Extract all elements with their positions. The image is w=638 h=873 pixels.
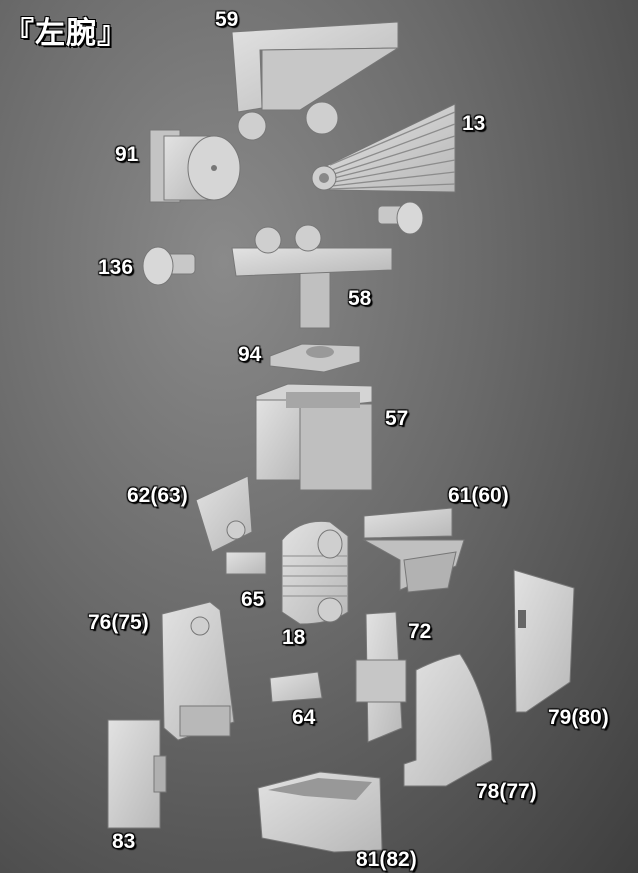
part-18 [281,520,349,625]
diagram-title: 『左腕』 [4,16,128,51]
label-58: 58 [348,287,372,310]
part-83 [107,719,167,829]
label-18: 18 [282,626,306,649]
label-81-82: 81(82) [356,848,417,871]
label-65: 65 [241,588,265,611]
label-136: 136 [98,256,134,279]
label-94: 94 [238,343,262,366]
label-57: 57 [385,407,409,430]
label-78-77: 78(77) [476,780,537,803]
part-62-63 [195,475,253,553]
part-94 [269,343,361,373]
part-65 [225,551,267,575]
part-91 [149,129,241,203]
label-62-63: 62(63) [127,484,188,507]
part-78-77 [403,653,493,787]
label-79-80: 79(80) [548,706,609,729]
part-57 [255,383,373,491]
label-76-75: 76(75) [88,611,149,634]
label-83: 83 [112,830,136,853]
part-79-80 [513,569,575,713]
pin-upper-right [377,201,424,235]
part-64 [269,671,323,703]
part-72 [355,611,407,743]
part-61-60 [362,507,465,593]
label-13: 13 [462,112,486,135]
label-59: 59 [215,8,239,31]
label-64: 64 [292,706,316,729]
part-81-82 [257,771,383,853]
part-13 [311,103,456,193]
part-59 [231,21,400,141]
part-76-75 [161,601,235,741]
part-58 [231,224,393,329]
label-91: 91 [115,143,139,166]
label-61-60: 61(60) [448,484,509,507]
part-136 [142,246,196,286]
label-72: 72 [408,620,432,643]
